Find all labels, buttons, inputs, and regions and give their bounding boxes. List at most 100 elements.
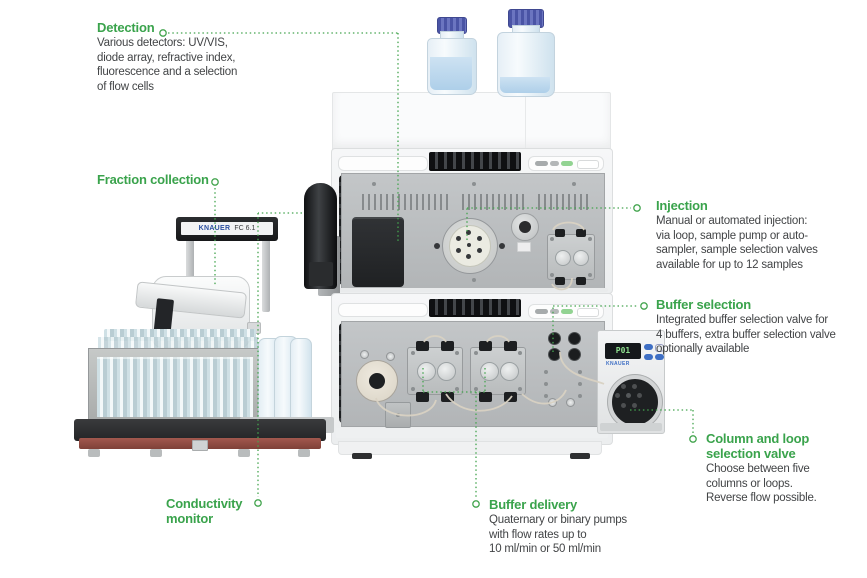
pump-fitting bbox=[416, 392, 429, 402]
manifold-hole bbox=[578, 394, 582, 398]
fc-label: KNAUER FC 6.1 bbox=[181, 222, 273, 235]
callout-buffer-selection: Buffer selection Integrated buffer selec… bbox=[656, 297, 836, 357]
pump-fitting bbox=[555, 277, 565, 285]
pump-fitting bbox=[555, 229, 565, 237]
manifold-hole bbox=[578, 382, 582, 386]
led-gray bbox=[550, 309, 559, 314]
fc-gantry-post bbox=[262, 230, 270, 312]
screw bbox=[372, 182, 376, 186]
pump-fitting bbox=[479, 392, 492, 402]
valve-side-fitting bbox=[434, 243, 440, 249]
callout-title: Injection bbox=[656, 198, 708, 213]
callout-title: Column and loop selection valve bbox=[706, 431, 810, 461]
pressure-sensor bbox=[385, 402, 411, 428]
valve-nut bbox=[360, 350, 369, 359]
callout-detection: Detection Various detectors: UV/VIS, dio… bbox=[97, 20, 237, 94]
top-vent-strip bbox=[429, 152, 521, 171]
manifold-hole bbox=[544, 394, 548, 398]
bottle-tray-seam bbox=[525, 93, 526, 149]
purge-knob[interactable] bbox=[511, 213, 539, 241]
unit-ledge bbox=[336, 288, 608, 292]
bottle-liquid bbox=[500, 77, 550, 93]
fc-brand-label: KNAUER bbox=[198, 225, 231, 232]
pump-head-left bbox=[407, 341, 463, 402]
instrument-base bbox=[338, 441, 602, 455]
piston-circle bbox=[480, 362, 499, 381]
instrument-foot bbox=[570, 453, 590, 459]
led-gray bbox=[535, 161, 548, 166]
conductivity-monitor-cap bbox=[309, 262, 333, 286]
callout-title: Buffer delivery bbox=[489, 497, 578, 512]
buffer-inlet-port bbox=[548, 348, 561, 361]
valve-side-fitting bbox=[499, 243, 505, 249]
knob-core bbox=[519, 221, 531, 233]
valve-module-brand: KNAUER bbox=[606, 361, 630, 367]
screw bbox=[588, 273, 592, 277]
pump-fitting bbox=[441, 392, 454, 402]
module-button[interactable] bbox=[644, 344, 653, 350]
injection-valve[interactable] bbox=[434, 218, 505, 274]
screw bbox=[474, 387, 478, 391]
vent-grid bbox=[462, 194, 524, 210]
buffer-selection-valve[interactable] bbox=[356, 360, 398, 402]
valve-port bbox=[466, 230, 471, 235]
module-button[interactable] bbox=[655, 354, 664, 360]
selection-valve-head[interactable] bbox=[608, 375, 662, 429]
valve-port bbox=[620, 402, 626, 408]
callout-body: Various detectors: UV/VIS, diode array, … bbox=[97, 37, 238, 93]
callout-conductivity: Conductivity monitor bbox=[166, 496, 243, 526]
standby-button[interactable] bbox=[577, 160, 599, 169]
buffer-inlet-port bbox=[548, 332, 561, 345]
tube-rack bbox=[88, 348, 262, 424]
led-green bbox=[561, 161, 573, 166]
module-button[interactable] bbox=[644, 354, 653, 360]
callout-fraction-collection: Fraction collection bbox=[97, 172, 209, 187]
instrument-foot bbox=[352, 453, 372, 459]
pump-fitting bbox=[576, 229, 586, 237]
valve-port bbox=[631, 383, 637, 389]
callout-body: Choose between five columns or loops. Re… bbox=[706, 463, 817, 504]
led-green bbox=[561, 309, 573, 314]
piston-circle bbox=[555, 250, 571, 266]
vent-grid bbox=[362, 194, 450, 210]
screw bbox=[411, 387, 415, 391]
valve-core bbox=[369, 373, 385, 389]
module-button[interactable] bbox=[655, 344, 664, 352]
outlet-fitting bbox=[548, 398, 557, 407]
module-flange bbox=[600, 423, 662, 431]
status-led-panel bbox=[528, 156, 604, 171]
screw bbox=[472, 182, 476, 186]
led-gray bbox=[550, 161, 559, 166]
piston-circle bbox=[573, 250, 589, 266]
pump-unit bbox=[331, 293, 613, 445]
valve-port bbox=[620, 383, 626, 389]
pump-fitting bbox=[441, 341, 454, 351]
detector-unit bbox=[331, 148, 613, 294]
valve-port bbox=[637, 393, 642, 398]
collection-jar bbox=[290, 338, 312, 420]
manifold-hole bbox=[544, 382, 548, 386]
pump-fitting bbox=[576, 277, 586, 285]
detector-front-panel bbox=[341, 173, 605, 289]
led-gray bbox=[535, 309, 548, 314]
vent-grid bbox=[538, 194, 590, 210]
manifold-hole bbox=[578, 370, 582, 374]
callout-title: Conductivity monitor bbox=[166, 496, 243, 526]
callout-body: Manual or automated injection: via loop,… bbox=[656, 215, 818, 271]
fc-top-bar: KNAUER FC 6.1 bbox=[176, 217, 278, 241]
screw bbox=[572, 182, 576, 186]
valve-port bbox=[456, 236, 461, 241]
screw bbox=[472, 278, 476, 282]
piston-circle bbox=[437, 362, 456, 381]
standby-button[interactable] bbox=[577, 308, 599, 317]
pump-fitting bbox=[479, 341, 492, 351]
fc-gantry-post bbox=[186, 230, 194, 312]
solvent-bottle-large bbox=[497, 9, 555, 97]
screw bbox=[411, 351, 415, 355]
pump-fitting bbox=[504, 392, 517, 402]
fc-model-label: FC 6.1 bbox=[234, 225, 256, 232]
top-vent-strip bbox=[429, 299, 521, 317]
piston-circle bbox=[500, 362, 519, 381]
screw bbox=[550, 273, 554, 277]
